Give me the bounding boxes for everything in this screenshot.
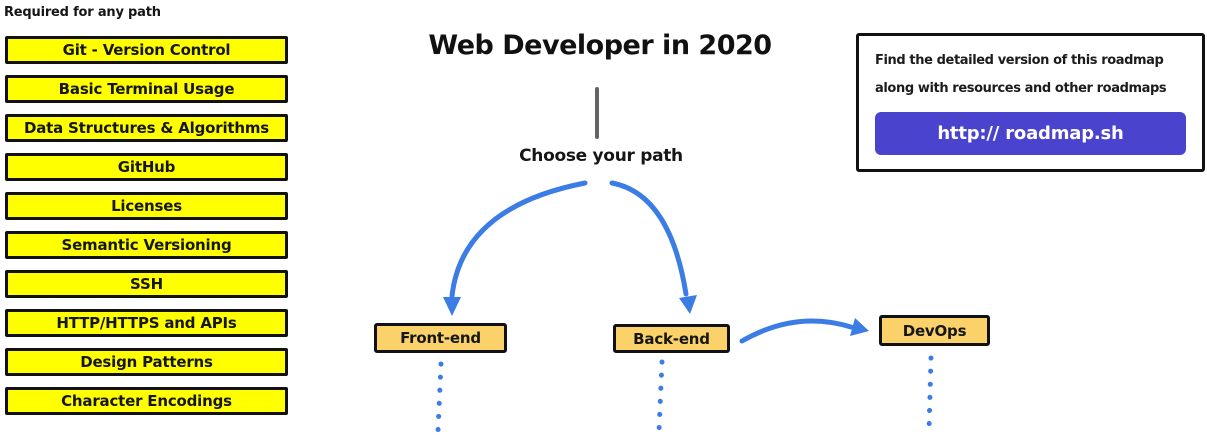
info-box: Find the detailed version of this roadma… bbox=[856, 33, 1205, 172]
topic-data-structures: Data Structures & Algorithms bbox=[5, 114, 288, 142]
arrowhead-backend-icon bbox=[679, 295, 697, 314]
topic-design-patterns: Design Patterns bbox=[5, 348, 288, 376]
node-frontend: Front-end bbox=[374, 323, 507, 353]
topic-http-apis: HTTP/HTTPS and APIs bbox=[5, 309, 288, 337]
dotted-connector-backend bbox=[656, 359, 665, 434]
topic-character-encodings: Character Encodings bbox=[5, 387, 288, 415]
page-title: Web Developer in 2020 bbox=[428, 30, 772, 61]
info-line-1: Find the detailed version of this roadma… bbox=[875, 53, 1164, 68]
arrow-to-devops bbox=[739, 318, 854, 344]
arrowhead-devops-icon bbox=[850, 318, 869, 336]
arrow-to-frontend bbox=[449, 180, 588, 299]
dotted-connector-devops bbox=[926, 355, 934, 434]
topic-git: Git - Version Control bbox=[5, 36, 288, 64]
required-topics-list: Git - Version Control Basic Terminal Usa… bbox=[5, 36, 288, 426]
roadmap-url-button[interactable]: http:// roadmap.sh bbox=[875, 112, 1186, 155]
topic-github: GitHub bbox=[5, 153, 288, 181]
topic-terminal: Basic Terminal Usage bbox=[5, 75, 288, 103]
topic-licenses: Licenses bbox=[5, 192, 288, 220]
arrow-to-backend bbox=[609, 180, 689, 297]
node-devops: DevOps bbox=[879, 315, 990, 346]
info-line-2: along with resources and other roadmaps bbox=[875, 81, 1167, 96]
topic-ssh: SSH bbox=[5, 270, 288, 298]
node-backend: Back-end bbox=[613, 324, 730, 353]
required-path-header: Required for any path bbox=[4, 5, 161, 20]
arrowhead-frontend-icon bbox=[443, 297, 461, 316]
dotted-connector-frontend bbox=[435, 361, 444, 434]
topic-semantic-versioning: Semantic Versioning bbox=[5, 231, 288, 259]
choose-path-label: Choose your path bbox=[519, 146, 683, 166]
